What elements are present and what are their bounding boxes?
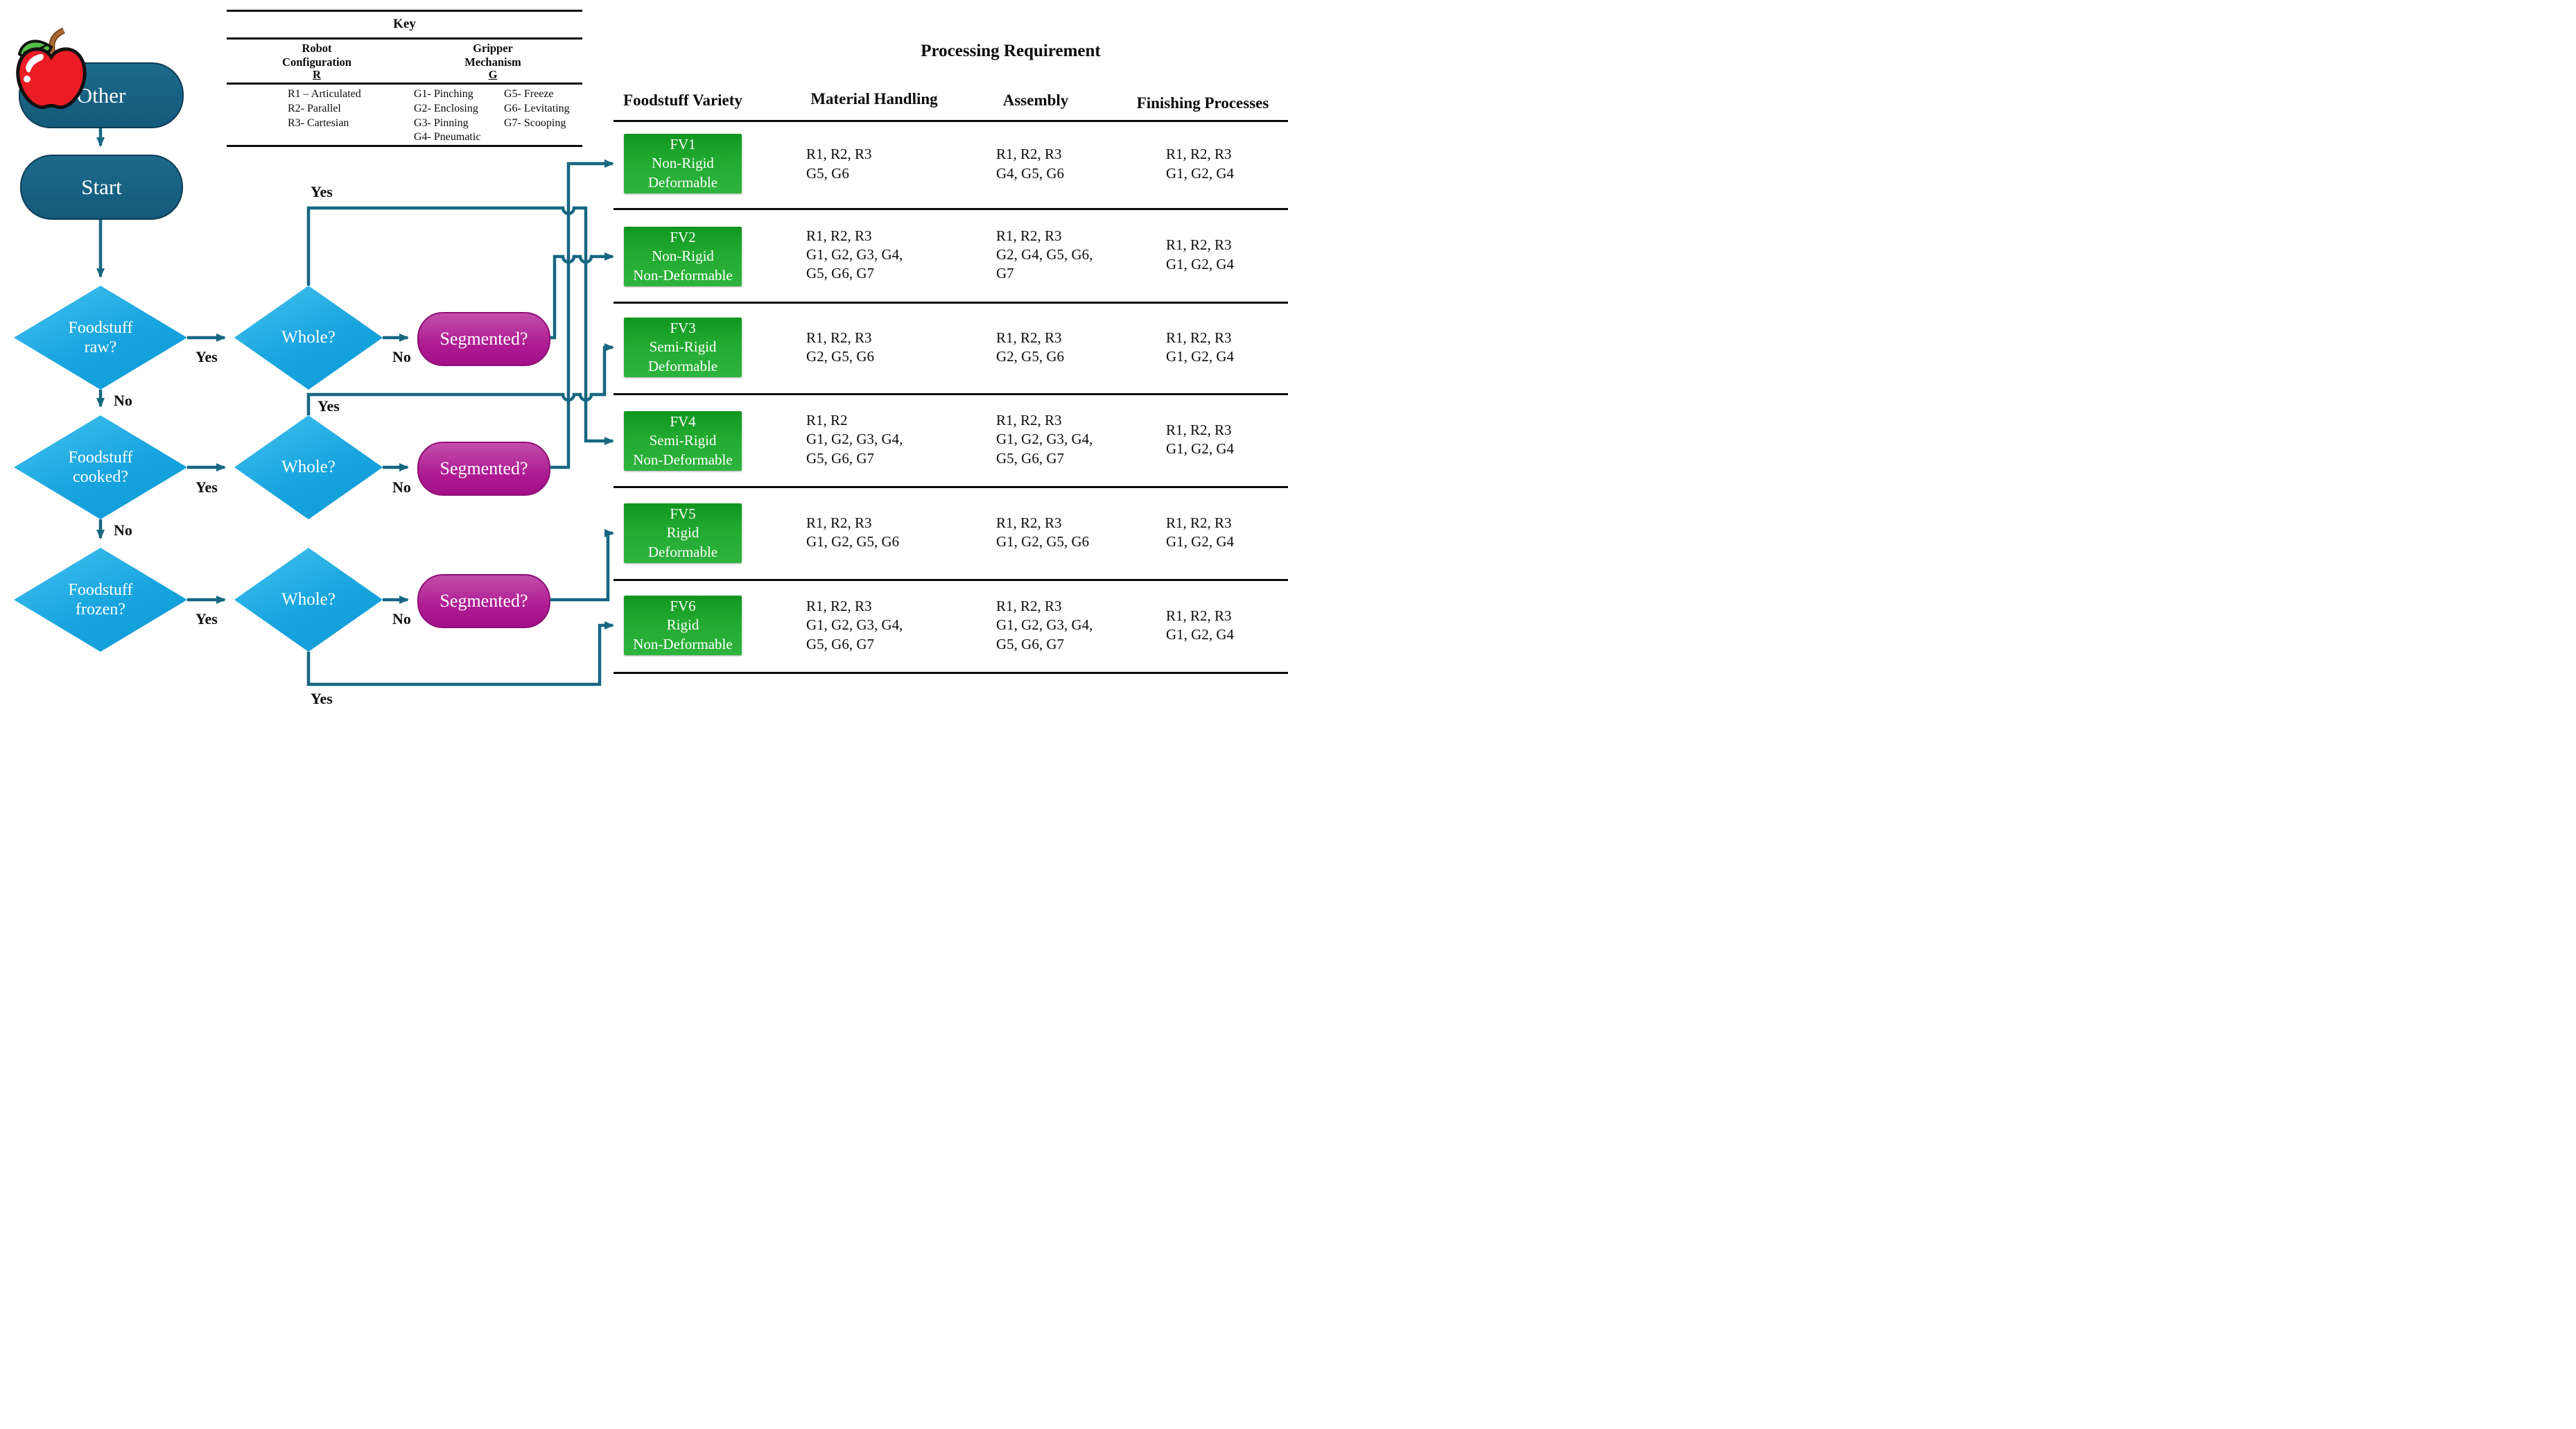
node-start: Start <box>20 155 183 220</box>
key-rule-under-title <box>227 37 582 40</box>
cell-fv1-finishing: R1, R2, R3 G1, G2, G4 <box>1166 146 1234 182</box>
edge-seg3-fv5 <box>548 529 614 602</box>
cell-fv6-assembly: R1, R2, R3 G1, G2, G3, G4, G5, G6, G7 <box>996 598 1093 652</box>
node-segmented-3: Segmented? <box>417 574 550 628</box>
label-no-whole2: No <box>392 478 411 496</box>
cell-fv2-material-handling: R1, R2, R3 G1, G2, G3, G4, G5, G6, G7 <box>806 227 903 282</box>
node-segmented-2: Segmented? <box>417 442 550 496</box>
label-no-cooked: No <box>114 521 132 539</box>
key-header-robot-letter: R <box>313 68 321 81</box>
label-yes-cooked: Yes <box>195 478 218 496</box>
cell-fv3-material-handling: R1, R2, R3 G2, G5, G6 <box>806 329 874 365</box>
edge-whole2-yes-fv3 <box>306 343 614 415</box>
cell-fv4-assembly: R1, R2, R3 G1, G2, G3, G4, G5, G6, G7 <box>996 412 1093 467</box>
cell-fv1-material-handling: R1, R2, R3 G5, G6 <box>806 146 872 182</box>
row-separator <box>613 208 1288 210</box>
edge-seg2-fv1 <box>548 159 614 469</box>
key-gripper-items-1: G1- Pinching G2- Enclosing G3- Pinning G… <box>414 88 481 144</box>
cell-fv6-finishing: R1, R2, R3 G1, G2, G4 <box>1166 607 1234 643</box>
label-no-raw: No <box>114 392 132 409</box>
connector-lines <box>96 125 614 686</box>
key-header-gripper: Gripper Mechanism <box>464 42 521 69</box>
row-separator <box>613 486 1288 488</box>
cell-fv3-assembly: R1, R2, R3 G2, G5, G6 <box>996 329 1064 365</box>
label-yes-frozen: Yes <box>195 610 218 627</box>
key-header-gripper-letter: G <box>488 68 498 81</box>
cell-fv1-assembly: R1, R2, R3 G4, G5, G6 <box>996 146 1064 182</box>
flowchart-figure: { "labels": { "yes": "Yes", "no": "No" }… <box>0 0 1288 714</box>
fv-box-4: FV4 Semi-Rigid Non-Deformable <box>624 411 742 471</box>
label-no-whole3: No <box>392 610 411 627</box>
label-yes-whole3: Yes <box>311 690 333 707</box>
cell-fv2-assembly: R1, R2, R3 G2, G4, G5, G6, G7 <box>996 227 1093 282</box>
key-rule-top <box>227 10 582 12</box>
apple-icon <box>16 27 87 110</box>
row-separator <box>613 393 1288 395</box>
key-robot-items: R1 – Articulated R2- Parallel R3- Cartes… <box>288 88 361 129</box>
row-separator <box>613 120 1288 122</box>
cell-fv5-finishing: R1, R2, R3 G1, G2, G4 <box>1166 514 1234 550</box>
key-rule-bottom <box>227 145 582 147</box>
key-header-robot: Robot Configuration <box>282 42 351 69</box>
cell-fv6-material-handling: R1, R2, R3 G1, G2, G3, G4, G5, G6, G7 <box>806 598 903 652</box>
node-segmented-1: Segmented? <box>417 312 550 366</box>
cell-fv4-finishing: R1, R2, R3 G1, G2, G4 <box>1166 421 1234 457</box>
edge-whole3-yes-fv6 <box>306 621 614 686</box>
fv-box-3: FV3 Semi-Rigid Deformable <box>624 318 742 377</box>
col-header-finishing-processes: Finishing Processes <box>1136 94 1269 112</box>
key-title: Key <box>393 17 416 31</box>
cell-fv2-finishing: R1, R2, R3 G1, G2, G4 <box>1166 236 1234 272</box>
fv-box-5: FV5 Rigid Deformable <box>624 503 742 563</box>
key-gripper-items-2: G5- Freeze G6- Levitating G7- Scooping <box>504 88 570 129</box>
label-yes-whole2: Yes <box>317 397 340 415</box>
fv-box-2: FV2 Non-Rigid Non-Deformable <box>624 227 742 286</box>
col-header-material-handling: Material Handling <box>810 90 938 107</box>
row-separator <box>613 579 1288 581</box>
row-separator <box>613 302 1288 304</box>
edge-seg1-fv2 <box>548 252 614 340</box>
label-yes-raw: Yes <box>195 348 218 365</box>
cell-fv3-finishing: R1, R2, R3 G1, G2, G4 <box>1166 329 1234 365</box>
fv-box-1: FV1 Non-Rigid Deformable <box>624 134 742 193</box>
fv-box-6: FV6 Rigid Non-Deformable <box>624 596 742 655</box>
node-other-label: Other <box>76 83 126 107</box>
cell-fv4-material-handling: R1, R2 G1, G2, G3, G4, G5, G6, G7 <box>806 412 903 467</box>
col-header-foodstuff-variety: Foodstuff Variety <box>623 92 742 109</box>
key-rule-under-header <box>227 83 582 85</box>
row-separator <box>613 672 1288 674</box>
label-yes-whole1: Yes <box>311 183 333 200</box>
col-header-assembly: Assembly <box>1002 92 1069 109</box>
label-no-whole1: No <box>392 348 411 365</box>
cell-fv5-assembly: R1, R2, R3 G1, G2, G5, G6 <box>996 514 1090 550</box>
cell-fv5-material-handling: R1, R2, R3 G1, G2, G5, G6 <box>806 514 900 550</box>
table-title: Processing Requirement <box>921 42 1101 60</box>
node-start-label: Start <box>81 175 122 199</box>
